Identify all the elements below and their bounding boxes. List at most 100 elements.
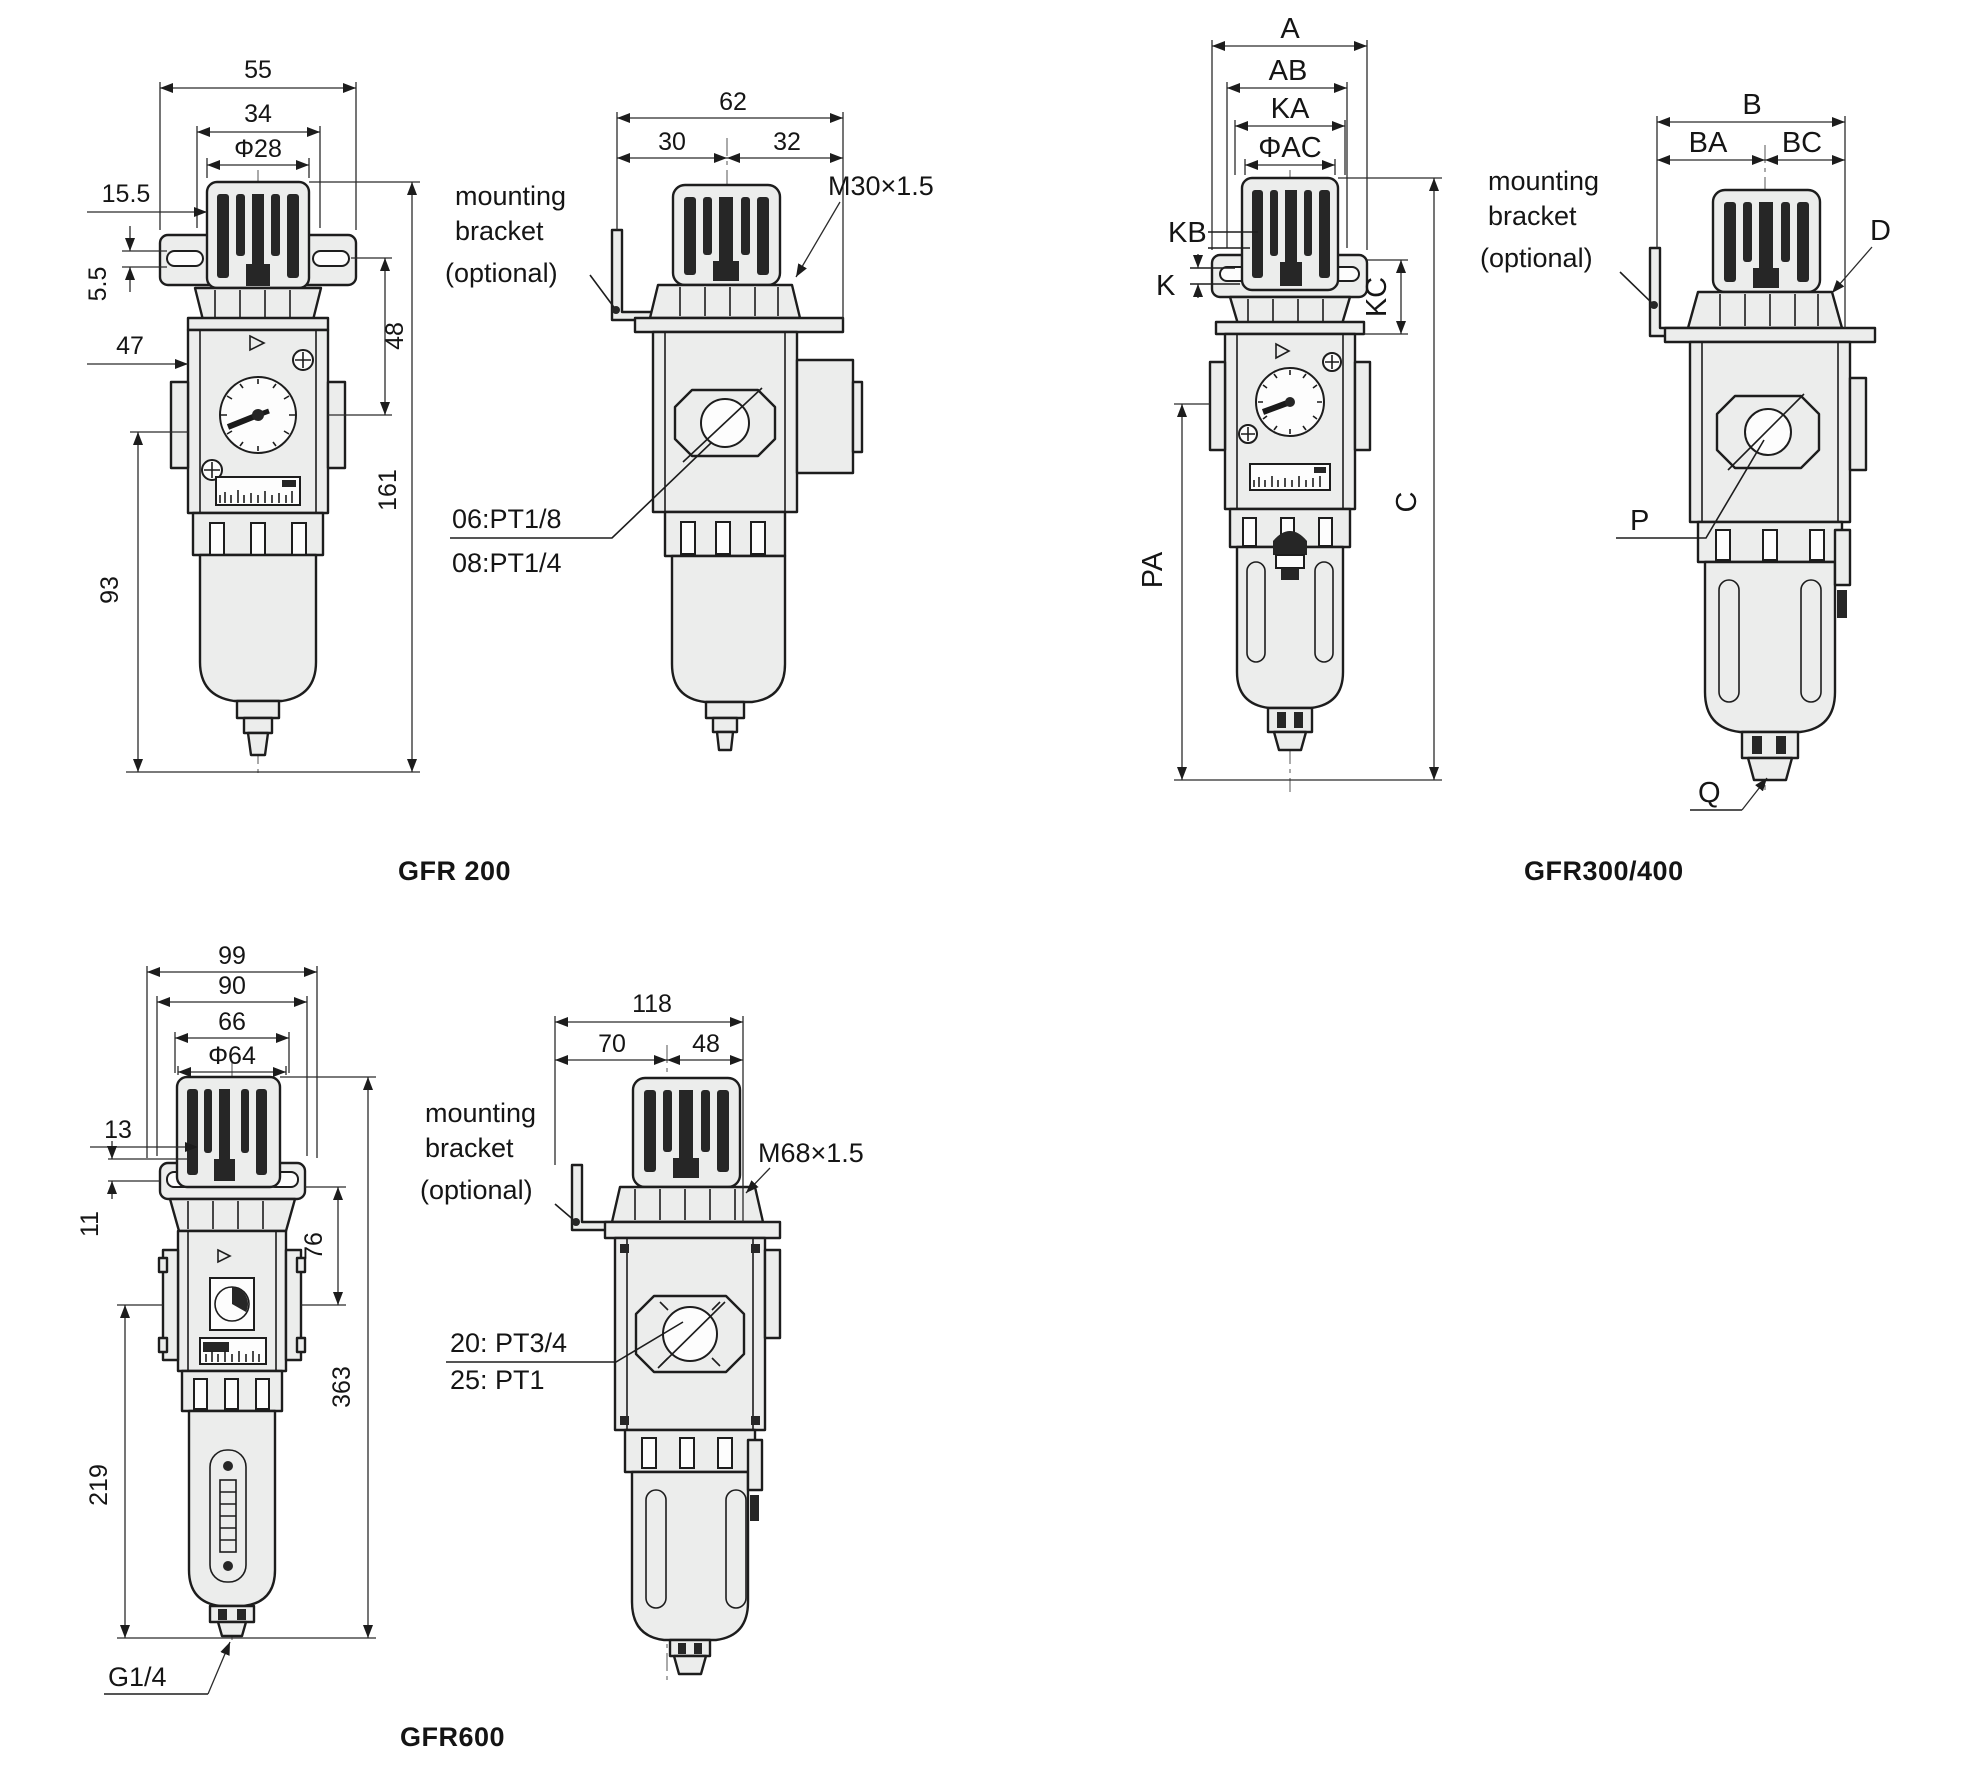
- dim-70: 70: [598, 1030, 626, 1058]
- drain-outlet: [1266, 706, 1314, 752]
- port-size-label-1: 06:PT1/8: [452, 504, 562, 534]
- dim-47: 47: [116, 332, 144, 360]
- gfr600-side-view: 118 70 48 mounting bracket (optional) M6…: [420, 990, 864, 1680]
- dim-93: 93: [96, 576, 124, 604]
- dimensions: 62 30 32 mounting bracket (optional) M30…: [445, 88, 934, 578]
- filter-bowl: [1696, 520, 1852, 734]
- flow-arrow-icon: [217, 1248, 232, 1264]
- auto-drain: [1273, 531, 1307, 580]
- dim-118: 118: [632, 990, 672, 1018]
- dimensions: B BA BC mounting bracket (optional) D P …: [1480, 89, 1891, 811]
- mounting-bracket-label-3: (optional): [420, 1175, 533, 1205]
- thread-label: M68×1.5: [758, 1138, 864, 1168]
- dim-5-5: 5.5: [84, 267, 112, 302]
- drain-valve: [704, 700, 746, 752]
- name-plate: [1249, 463, 1331, 491]
- drain-outlet: [668, 1638, 712, 1676]
- pressure-gauge: [219, 376, 297, 454]
- mounting-bracket-label-1: mounting: [425, 1098, 536, 1128]
- filter-bowl: [663, 510, 787, 704]
- drain-valve: [235, 699, 281, 757]
- dimensions: 99 90 66 Φ64 13 11 76 219 363 G1/4: [76, 942, 376, 1695]
- dimensions: 55 34 Φ28 15.5 5.5 47 48 161 93: [84, 56, 420, 773]
- dim-48: 48: [692, 1030, 720, 1058]
- port-size-label-2: 08:PT1/4: [452, 548, 562, 578]
- dim-11: 11: [76, 1211, 104, 1237]
- dim-55: 55: [244, 56, 272, 84]
- mounting-bracket-label-2: bracket: [1488, 201, 1577, 231]
- filter-bowl: [191, 511, 325, 703]
- adjust-dial: [209, 1277, 255, 1331]
- lock-collar: [603, 1185, 782, 1240]
- dim-AB: AB: [1269, 55, 1308, 87]
- inlet-port: [673, 387, 777, 463]
- caption-gfr200: GFR 200: [398, 856, 512, 886]
- filter-bowl: [180, 1369, 284, 1608]
- dim-phiAC: ΦAC: [1258, 132, 1321, 164]
- adjust-knob: [205, 180, 311, 290]
- dim-KB: KB: [1168, 217, 1207, 249]
- pressure-gauge: [1255, 367, 1325, 437]
- thread-label: M30×1.5: [828, 171, 934, 201]
- gfr200-front-view: 55 34 Φ28 15.5 5.5 47 48 161 93: [84, 56, 420, 778]
- dim-phi64: Φ64: [208, 1042, 256, 1070]
- mounting-bracket-label-1: mounting: [1488, 166, 1599, 196]
- name-plate: [199, 1337, 267, 1365]
- dim-BC: BC: [1782, 127, 1822, 159]
- dim-90: 90: [218, 972, 246, 1000]
- dim-30: 30: [658, 128, 686, 156]
- dim-BA: BA: [1689, 127, 1728, 159]
- dim-363: 363: [328, 1366, 356, 1408]
- dim-99: 99: [218, 942, 246, 970]
- flow-arrow-icon: [1275, 342, 1291, 360]
- gfr200-side-view: 62 30 32 mounting bracket (optional) M30…: [445, 88, 934, 752]
- dim-D: D: [1870, 215, 1891, 247]
- drain-outlet: [1740, 730, 1800, 782]
- dim-PA: PA: [1137, 551, 1169, 588]
- adjust-knob: [1240, 176, 1340, 292]
- gfr300-400-side-view: B BA BC mounting bracket (optional) D P …: [1480, 89, 1891, 811]
- dim-15-5: 15.5: [102, 180, 151, 208]
- dim-A: A: [1280, 13, 1300, 45]
- dim-13: 13: [104, 1116, 132, 1144]
- mounting-bracket-label-1: mounting: [455, 181, 566, 211]
- dim-Q: Q: [1698, 777, 1721, 809]
- name-plate: [215, 476, 301, 506]
- lock-collar: [1214, 295, 1366, 336]
- dim-219: 219: [85, 1464, 113, 1506]
- mounting-bracket-label-2: bracket: [425, 1133, 514, 1163]
- dimensions: 118 70 48 mounting bracket (optional) M6…: [420, 990, 864, 1395]
- dim-P: P: [1630, 505, 1649, 537]
- dim-76: 76: [300, 1232, 328, 1260]
- dim-C: C: [1391, 492, 1423, 513]
- sight-glass: [209, 1449, 247, 1583]
- adjust-knob: [631, 1076, 742, 1189]
- dim-KC: KC: [1361, 277, 1393, 317]
- gfr300-400-front-view: A AB KA ΦAC KB K KC PA C: [1137, 13, 1442, 792]
- dim-K: K: [1156, 270, 1176, 302]
- dim-62: 62: [719, 88, 747, 116]
- lock-collar: [1663, 290, 1877, 344]
- caption-gfr300-400: GFR300/400: [1524, 856, 1684, 886]
- dim-66: 66: [218, 1008, 246, 1036]
- inlet-port: [1715, 393, 1821, 471]
- port-size-label-1: 20: PT3/4: [450, 1328, 567, 1358]
- gfr600-front-view: 99 90 66 Φ64 13 11 76 219 363 G1/4: [76, 942, 376, 1695]
- flow-arrow-icon: [249, 334, 266, 352]
- dim-B: B: [1742, 89, 1761, 121]
- drain-valve: [208, 1604, 256, 1638]
- drain-thread-label: G1/4: [108, 1662, 167, 1692]
- mounting-bracket-label-3: (optional): [1480, 243, 1593, 273]
- filter-bowl: [623, 1428, 764, 1642]
- lock-collar: [168, 1197, 297, 1233]
- mounting-bracket-label-3: (optional): [445, 258, 558, 288]
- inlet-port: [634, 1294, 746, 1374]
- dimensions: A AB KA ΦAC KB K KC PA C: [1137, 13, 1442, 781]
- dim-48: 48: [381, 322, 409, 350]
- adjust-knob: [175, 1075, 282, 1189]
- lock-collar: [633, 283, 845, 334]
- adjust-knob: [671, 183, 782, 287]
- dim-32: 32: [773, 128, 801, 156]
- dim-KA: KA: [1271, 93, 1310, 125]
